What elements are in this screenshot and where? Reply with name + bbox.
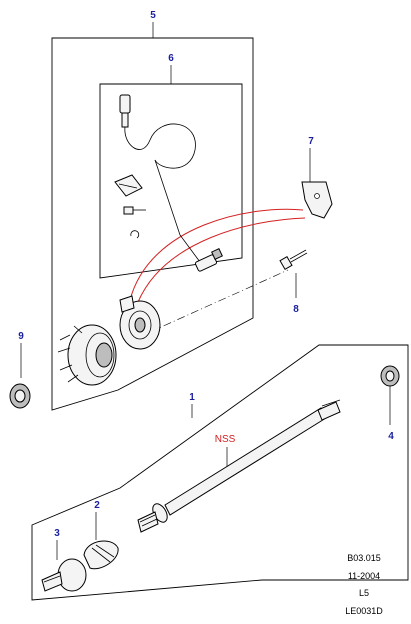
ref-date: 11-2004: [348, 571, 380, 581]
wheel-hub: [57, 324, 117, 386]
sensor-screw: [123, 206, 146, 215]
ref-illustration-id: LE0031D: [345, 606, 383, 616]
callout-7: 7: [308, 136, 314, 147]
hub-bearing: [119, 295, 161, 350]
bracket-bolt: [279, 249, 308, 271]
sensor-clip: [114, 174, 143, 197]
drive-shaft-frame: [31, 344, 409, 601]
sensor-kit-frame: [99, 83, 243, 279]
drive-shaft: [137, 399, 341, 533]
ref-model: L5: [359, 588, 369, 598]
abs-sensor: [119, 94, 223, 272]
leader-lines: [20, 22, 391, 560]
retaining-clip: [130, 230, 140, 239]
callout-5: 5: [150, 10, 156, 21]
hub-assembly-frame: [51, 37, 254, 411]
nss-annotation: NSS: [215, 434, 236, 445]
sensor-route-lower: [137, 217, 306, 303]
cv-boot: [83, 540, 119, 570]
bolt-axis-line: [149, 269, 289, 333]
callout-4: 4: [388, 431, 394, 442]
callout-9: 9: [18, 331, 24, 342]
sensor-bracket: [301, 181, 333, 219]
callout-8: 8: [293, 304, 299, 315]
cv-joint: [41, 558, 87, 592]
shaft-seal: [380, 365, 400, 387]
callout-3: 3: [54, 528, 60, 539]
callout-2: 2: [94, 500, 100, 511]
callout-6: 6: [168, 53, 174, 64]
sensor-route-upper: [129, 208, 304, 301]
hub-nut: [9, 383, 31, 409]
ref-code: B03.015: [347, 553, 381, 563]
callout-1: 1: [189, 392, 195, 403]
